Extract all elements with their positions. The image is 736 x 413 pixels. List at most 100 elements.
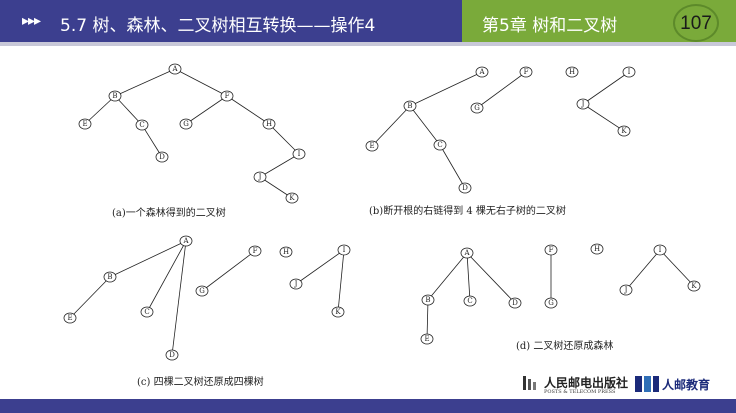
svg-text:G: G [474, 104, 480, 112]
node-c-B: B [103, 271, 117, 283]
slide-title: 5.7 树、森林、二叉树相互转换——操作4 [60, 16, 376, 36]
node-b-E: E [365, 140, 379, 152]
node-c-A: A [179, 235, 193, 247]
svg-text:B: B [425, 296, 430, 304]
svg-text:E: E [369, 142, 374, 150]
svg-text:H: H [569, 68, 575, 76]
footer-bar [0, 399, 736, 413]
node-a-A: A [168, 63, 182, 75]
node-d-B: B [421, 294, 435, 306]
svg-text:J: J [258, 173, 262, 181]
node-c-J: J [289, 278, 303, 290]
svg-text:H: H [594, 245, 600, 253]
node-c-G: G [195, 285, 209, 297]
caption-c: (c) 四棵二叉树还原成四棵树 [137, 375, 264, 388]
node-a-G: G [179, 118, 193, 130]
node-c-H: H [279, 246, 293, 258]
svg-text:J: J [581, 100, 585, 108]
svg-text:A: A [478, 68, 485, 76]
svg-text:C: C [144, 308, 149, 316]
renyou-logo-icon [635, 376, 659, 392]
svg-text:I: I [628, 68, 631, 76]
svg-text:H: H [266, 120, 272, 128]
node-a-K: K [285, 192, 299, 204]
node-a-I: I [292, 148, 306, 160]
svg-text:I: I [298, 150, 301, 158]
svg-text:J: J [624, 286, 628, 294]
svg-text:E: E [82, 120, 87, 128]
caption-d: (d) 二叉树还原成森林 [516, 339, 613, 352]
svg-text:D: D [512, 299, 518, 307]
svg-text:H: H [283, 248, 289, 256]
svg-text:F: F [549, 246, 554, 254]
node-d-H: H [590, 243, 604, 255]
header-title-bar: ▸▸▸ 5.7 树、森林、二叉树相互转换——操作4 [0, 0, 462, 46]
node-b-H: H [565, 66, 579, 78]
svg-text:B: B [107, 273, 112, 281]
node-a-C: C [135, 119, 149, 131]
node-b-B: B [403, 100, 417, 112]
svg-text:K: K [621, 127, 627, 135]
renyou-logo-text: 人邮教育 [662, 378, 711, 392]
node-a-E: E [78, 118, 92, 130]
page-number-badge: 107 [673, 4, 719, 42]
publisher-name: 人民邮电出版社 [544, 376, 629, 390]
node-c-K: K [331, 306, 345, 318]
slide-header: ▸▸▸ 5.7 树、森林、二叉树相互转换——操作4 第5章 树和二叉树 107 [0, 0, 736, 46]
tree-conversion-diagram: A B F E C D G H I J K A F H I B G J E C … [63, 63, 701, 388]
svg-text:A: A [171, 65, 178, 73]
svg-text:K: K [335, 308, 341, 316]
caption-b: (b)断开根的右链得到 4 棵无右子树的二叉树 [369, 204, 566, 217]
node-d-D: D [508, 297, 522, 309]
node-c-E: E [63, 312, 77, 324]
node-a-D: D [155, 151, 169, 163]
node-b-J: J [576, 98, 590, 110]
node-b-D: D [458, 182, 472, 194]
svg-text:B: B [112, 92, 117, 100]
svg-text:A: A [463, 249, 470, 257]
node-d-C: C [463, 295, 477, 307]
svg-text:C: C [467, 297, 472, 305]
svg-text:G: G [548, 299, 554, 307]
node-d-J: J [619, 284, 633, 296]
node-b-K: K [617, 125, 631, 137]
tree-nodes: A B F E C D G H I J K A F H I B G J E C … [63, 63, 701, 361]
node-c-C: C [140, 306, 154, 318]
tree-edges [69, 68, 695, 356]
node-a-H: H [262, 118, 276, 130]
node-d-F: F [544, 244, 558, 256]
svg-text:D: D [169, 351, 175, 359]
node-d-A: A [460, 247, 474, 259]
svg-text:F: F [524, 68, 529, 76]
node-c-I: I [337, 244, 351, 256]
node-a-F: F [220, 90, 234, 102]
svg-text:K: K [289, 194, 295, 202]
svg-text:F: F [225, 92, 230, 100]
svg-text:A: A [182, 237, 189, 245]
svg-text:C: C [437, 141, 442, 149]
svg-text:G: G [183, 120, 189, 128]
node-b-G: G [470, 102, 484, 114]
node-b-A: A [475, 66, 489, 78]
svg-text:I: I [343, 246, 346, 254]
node-b-F: F [519, 66, 533, 78]
svg-text:F: F [253, 247, 258, 255]
node-d-I: I [653, 244, 667, 256]
node-d-K: K [687, 280, 701, 292]
node-c-F: F [248, 245, 262, 257]
header-chapter-bar: 第5章 树和二叉树 107 [462, 0, 736, 46]
svg-text:I: I [659, 246, 662, 254]
publisher-name-en: POSTS & TELECOM PRESS [544, 389, 616, 395]
svg-text:E: E [424, 335, 429, 343]
node-a-J: J [253, 171, 267, 183]
node-b-I: I [622, 66, 636, 78]
node-d-G: G [544, 297, 558, 309]
svg-text:D: D [159, 153, 165, 161]
svg-text:D: D [462, 184, 468, 192]
node-a-B: B [108, 90, 122, 102]
svg-text:J: J [294, 280, 298, 288]
publisher-icon [523, 376, 536, 390]
arrows-icon: ▸▸▸ [22, 13, 41, 29]
svg-text:C: C [139, 121, 144, 129]
svg-text:K: K [691, 282, 697, 290]
